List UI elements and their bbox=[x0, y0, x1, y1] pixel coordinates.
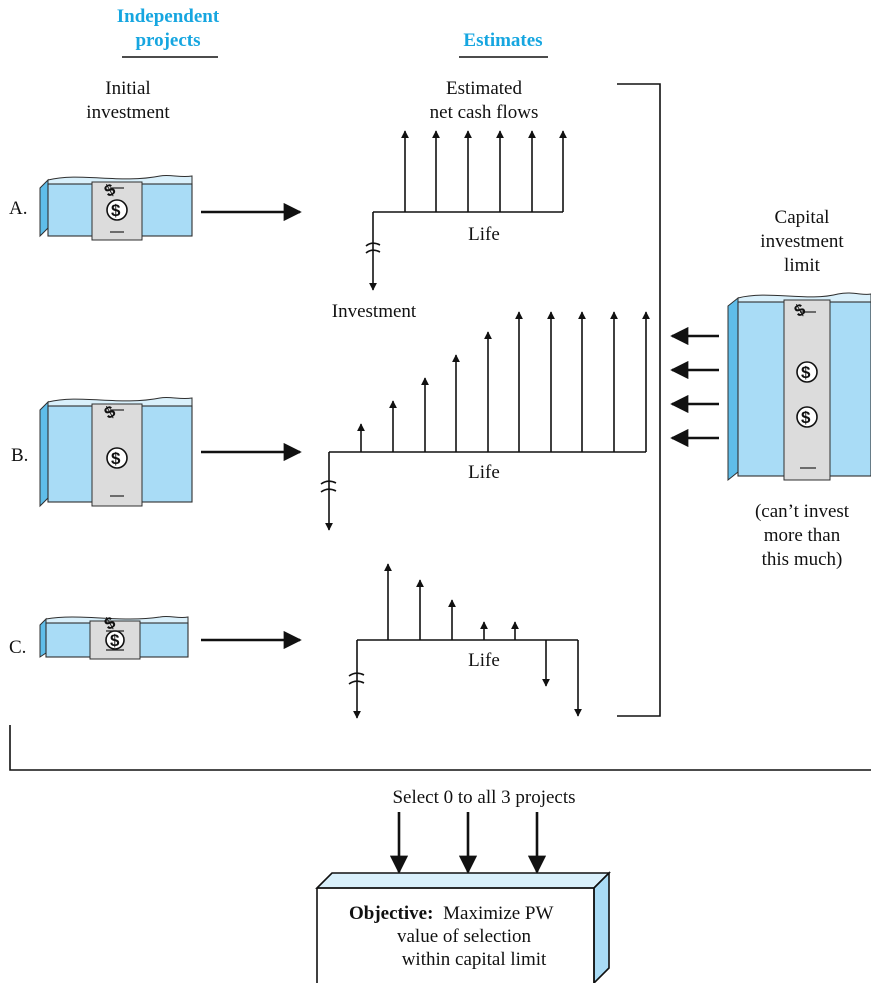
svg-text:Objective: Maximize PW: Objective: Maximize PW bbox=[349, 903, 554, 924]
objective-text-line1: Maximize PW bbox=[443, 903, 553, 924]
initial-investment-label: Initial bbox=[105, 78, 150, 99]
svg-text:$: $ bbox=[801, 363, 811, 382]
objective-text-line2: value of selection bbox=[397, 926, 532, 947]
money-stack-icon: $ $ bbox=[39, 174, 193, 241]
project-c-cash-flow bbox=[348, 563, 582, 719]
project-a-label: A. bbox=[9, 198, 27, 219]
svg-text:$: $ bbox=[801, 408, 811, 427]
capital-limit-title-line2: investment bbox=[760, 231, 844, 252]
objective-box bbox=[315, 871, 611, 983]
project-a-cash-flow bbox=[365, 130, 567, 291]
capital-note-line3: this much) bbox=[762, 549, 843, 570]
initial-investment-label-line2: investment bbox=[86, 102, 170, 123]
selection-bracket bbox=[9, 725, 871, 771]
project-b-life-label: Life bbox=[468, 462, 500, 483]
objective-label: Objective: bbox=[349, 903, 433, 924]
project-c-label: C. bbox=[9, 637, 26, 658]
estimated-flows-label-line2: net cash flows bbox=[430, 102, 539, 123]
capital-limit-title: Capital bbox=[775, 207, 830, 228]
capital-money-stack-icon: $ $ $ bbox=[727, 292, 871, 482]
independent-projects-header: Independent bbox=[117, 6, 220, 27]
svg-text:$: $ bbox=[110, 631, 120, 650]
estimates-header: Estimates bbox=[463, 30, 542, 51]
objective-text-line3: within capital limit bbox=[402, 949, 547, 970]
investment-label: Investment bbox=[332, 301, 417, 322]
svg-text:$: $ bbox=[111, 449, 121, 468]
capital-limit-title-line3: limit bbox=[784, 255, 821, 276]
capital-note: (can’t invest bbox=[755, 501, 850, 522]
independent-projects-header-line2: projects bbox=[135, 30, 200, 51]
svg-text:$: $ bbox=[111, 201, 121, 220]
project-a-life-label: Life bbox=[468, 224, 500, 245]
estimated-flows-label: Estimated bbox=[446, 78, 522, 99]
capital-note-line2: more than bbox=[764, 525, 841, 546]
estimates-bracket bbox=[617, 83, 661, 717]
project-c-life-label: Life bbox=[468, 650, 500, 671]
project-b-label: B. bbox=[11, 445, 28, 466]
selection-text: Select 0 to all 3 projects bbox=[392, 787, 575, 808]
project-b-cash-flow bbox=[320, 311, 650, 531]
money-stack-icon: $ $ bbox=[39, 612, 189, 660]
money-stack-icon: $ $ bbox=[39, 396, 193, 508]
